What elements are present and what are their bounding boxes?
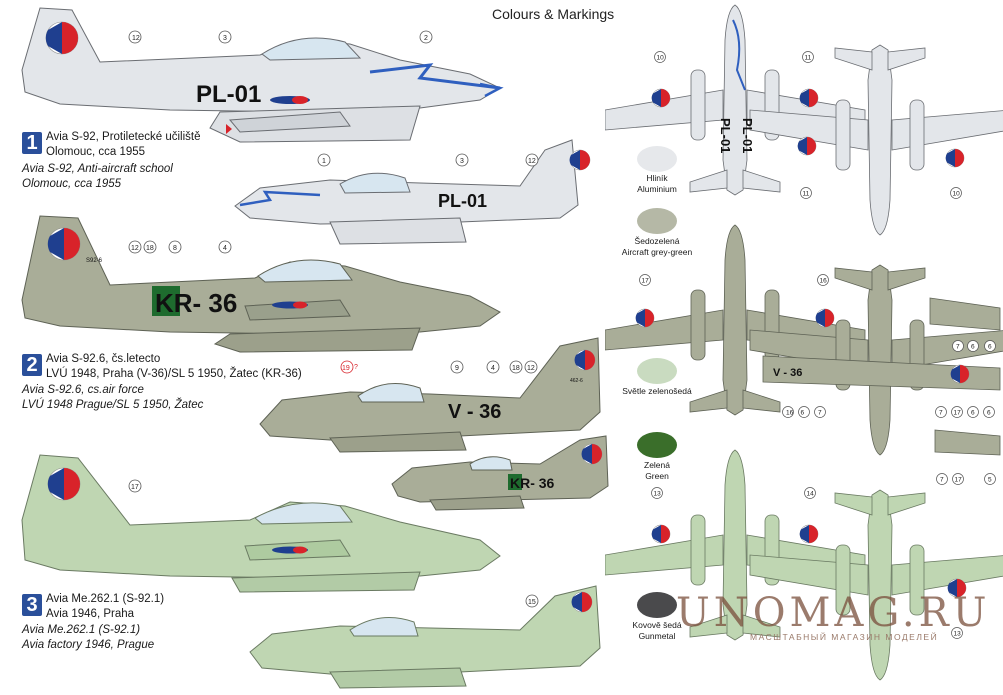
svg-text:17: 17 bbox=[131, 484, 139, 491]
color-swatch-grey-green bbox=[637, 208, 677, 234]
aircraft-profile-2b: 462-6 bbox=[259, 337, 601, 453]
svg-text:12: 12 bbox=[527, 365, 535, 372]
svg-text:8: 8 bbox=[173, 245, 177, 252]
svg-text:S92-6: S92-6 bbox=[86, 258, 103, 264]
svg-text:6: 6 bbox=[971, 410, 975, 417]
svg-text:2: 2 bbox=[424, 35, 428, 42]
aircraft-code-1a: PL-01 bbox=[196, 81, 261, 108]
callouts: 12 3 2 1 3 12 12 18 8 4 19? 9 4 18 12 17… bbox=[128, 30, 539, 608]
aircraft-profile-3b bbox=[249, 585, 601, 689]
scheme-number-2: 2 bbox=[22, 354, 42, 376]
svg-text:19: 19 bbox=[342, 365, 350, 372]
svg-text:6: 6 bbox=[988, 344, 992, 351]
svg-text:462-6: 462-6 bbox=[570, 378, 583, 384]
svg-text:6: 6 bbox=[971, 344, 975, 351]
svg-text:17: 17 bbox=[954, 410, 962, 417]
scheme-caption-3: Avia Me.262.1 (S-92.1)Avia 1946, Praha bbox=[46, 593, 165, 620]
svg-text:3: 3 bbox=[460, 158, 464, 165]
svg-text:1: 1 bbox=[322, 158, 326, 165]
scheme-number-1: 1 bbox=[22, 132, 42, 154]
svg-text:10: 10 bbox=[953, 191, 961, 198]
svg-text:7: 7 bbox=[940, 477, 944, 484]
svg-text:11: 11 bbox=[803, 191, 810, 198]
aircraft-profile-3a bbox=[21, 454, 501, 593]
svg-text:7: 7 bbox=[956, 344, 960, 351]
svg-text:18: 18 bbox=[146, 245, 154, 252]
svg-text:9: 9 bbox=[455, 365, 459, 372]
svg-text:17: 17 bbox=[955, 477, 963, 484]
aircraft-profile-2c bbox=[391, 435, 609, 511]
svg-text:11: 11 bbox=[805, 55, 812, 62]
side-views: PL-01 PL-01 S92-6 KR- 36 462-6 V - 36 K bbox=[21, 7, 609, 689]
aircraft-code-2a: KR- 36 bbox=[155, 288, 237, 318]
svg-text:10: 10 bbox=[657, 55, 665, 62]
color-swatch-green bbox=[637, 432, 677, 458]
aircraft-code-2b: V - 36 bbox=[448, 401, 501, 423]
svg-text:15: 15 bbox=[528, 599, 536, 606]
svg-text:16: 16 bbox=[786, 410, 794, 417]
color-swatch-aluminium bbox=[637, 146, 677, 172]
aircraft-profile-1a bbox=[21, 7, 504, 143]
svg-text:V - 36: V - 36 bbox=[773, 367, 802, 379]
svg-text:12: 12 bbox=[131, 245, 139, 252]
page-title: Colours & Markings bbox=[492, 6, 615, 22]
svg-text:PL-01: PL-01 bbox=[740, 118, 755, 153]
svg-text:13: 13 bbox=[654, 491, 662, 498]
svg-text:12: 12 bbox=[132, 35, 140, 42]
svg-text:16: 16 bbox=[820, 278, 828, 285]
svg-text:12: 12 bbox=[528, 158, 536, 165]
color-swatch-gunmetal bbox=[637, 592, 677, 618]
svg-text:4: 4 bbox=[223, 245, 227, 252]
plan-views: PL-01 PL-01 V - 36 10 11 11 10 17 16 13 … bbox=[605, 4, 1003, 681]
svg-text:17: 17 bbox=[642, 278, 650, 285]
aircraft-code-1b: PL-01 bbox=[438, 191, 487, 211]
scheme-number-3: 3 bbox=[22, 594, 42, 616]
watermark-logo: UNOMAG.RU bbox=[676, 590, 991, 636]
svg-text:6: 6 bbox=[987, 410, 991, 417]
svg-text:7: 7 bbox=[818, 410, 822, 417]
watermark-subtitle: МАСШТАБНЫЙ МАГАЗИН МОДЕЛЕЙ bbox=[750, 632, 939, 642]
svg-text:5: 5 bbox=[988, 477, 992, 484]
svg-text:7: 7 bbox=[939, 410, 943, 417]
svg-text:13: 13 bbox=[954, 631, 962, 638]
aircraft-code-2c: KR- 36 bbox=[510, 475, 555, 491]
aircraft-profile-1b bbox=[234, 139, 591, 245]
svg-text:PL-01: PL-01 bbox=[718, 118, 733, 153]
svg-text:?: ? bbox=[354, 364, 358, 371]
color-swatch-light-green bbox=[637, 358, 677, 384]
svg-text:4: 4 bbox=[491, 365, 495, 372]
scheme-caption-3-en: Avia Me.262.1 (S-92.1)Avia factory 1946,… bbox=[22, 624, 155, 651]
svg-text:3: 3 bbox=[223, 35, 227, 42]
svg-text:6: 6 bbox=[801, 410, 805, 417]
svg-text:14: 14 bbox=[807, 491, 815, 498]
svg-text:18: 18 bbox=[512, 365, 520, 372]
aircraft-profile-2a: S92-6 bbox=[21, 215, 501, 353]
